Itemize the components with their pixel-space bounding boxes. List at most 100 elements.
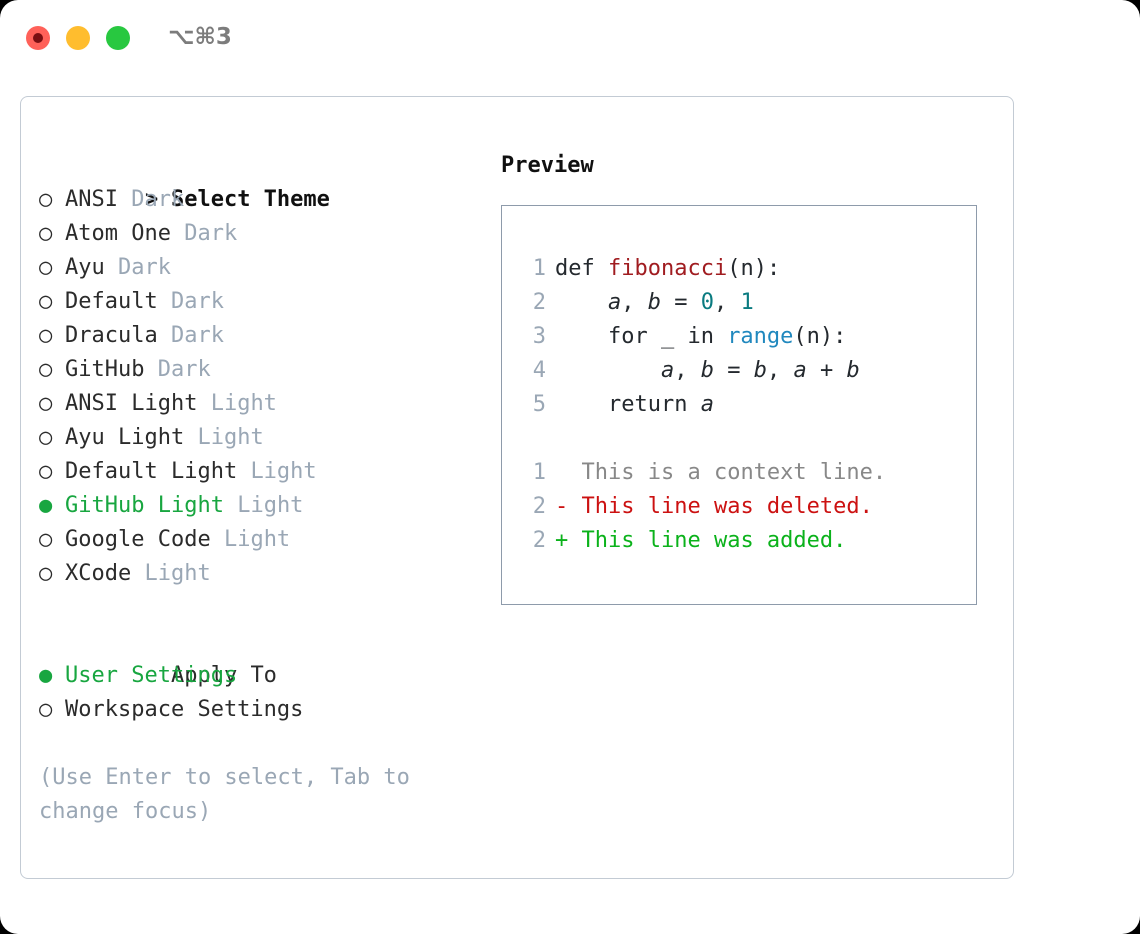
diff-line: 1 This is a context line. bbox=[520, 456, 970, 490]
select-theme-header-label: Select Theme bbox=[170, 187, 330, 212]
diff-text: This line was added. bbox=[581, 528, 847, 553]
code-token: (n): bbox=[793, 324, 847, 349]
close-dot[interactable] bbox=[26, 26, 50, 50]
code-token: b bbox=[753, 358, 767, 383]
theme-name-label: ANSI bbox=[65, 187, 118, 212]
code-line: 5 return a bbox=[520, 388, 970, 422]
preview-title: Preview bbox=[501, 153, 594, 178]
radio-unselected-icon: ○ bbox=[39, 187, 53, 212]
code-token: a bbox=[607, 290, 622, 315]
title-bar: ⌥⌘3 bbox=[0, 0, 1140, 78]
list-spacer bbox=[39, 591, 479, 625]
theme-list-item[interactable]: ○Google Code Light bbox=[39, 523, 479, 557]
code-token: a bbox=[793, 358, 807, 383]
theme-name-label: Google Code bbox=[65, 527, 211, 552]
main-panel: >Select Theme ○ANSI Dark○Atom One Dark○A… bbox=[20, 96, 1014, 879]
diff-spacer bbox=[568, 528, 581, 553]
radio-unselected-icon: ○ bbox=[39, 221, 53, 246]
zoom-dot[interactable] bbox=[106, 26, 130, 50]
diff-line: 2+ This line was added. bbox=[520, 524, 970, 558]
code-token: fibonacci bbox=[607, 256, 728, 281]
diff-text: This is a context line. bbox=[581, 460, 887, 485]
theme-name-label: ANSI Light bbox=[65, 391, 198, 416]
code-token: , bbox=[621, 290, 648, 315]
radio-unselected-icon: ○ bbox=[39, 425, 53, 450]
theme-name-label: Default bbox=[65, 289, 158, 314]
radio-unselected-icon: ○ bbox=[39, 255, 53, 280]
code-token: , bbox=[674, 358, 701, 383]
theme-name-label: XCode bbox=[65, 561, 132, 586]
radio-unselected-icon: ○ bbox=[39, 357, 53, 382]
theme-variant-tag: Light bbox=[237, 493, 304, 518]
theme-list-item[interactable]: ○Atom One Dark bbox=[39, 217, 479, 251]
code-token: a bbox=[700, 392, 714, 417]
apply-to-label: User Settings bbox=[65, 663, 238, 688]
line-number: 2 bbox=[532, 528, 546, 553]
line-number: 3 bbox=[532, 324, 546, 349]
radio-unselected-icon: ○ bbox=[39, 527, 53, 552]
theme-variant-tag: Dark bbox=[170, 323, 224, 348]
prompt-caret-icon: > bbox=[144, 187, 159, 212]
theme-list-item[interactable]: ○Ayu Light Light bbox=[39, 421, 479, 455]
code-line: 2 a, b = 0, 1 bbox=[520, 286, 970, 320]
theme-variant-tag: Light bbox=[250, 459, 317, 484]
theme-variant-tag: Dark bbox=[184, 221, 238, 246]
theme-list-item[interactable]: ○ANSI Light Light bbox=[39, 387, 479, 421]
keyboard-hint-text: (Use Enter to select, Tab to change focu… bbox=[39, 765, 410, 824]
apply-to-item[interactable]: ○ Workspace Settings bbox=[39, 693, 479, 727]
theme-list-item[interactable]: ○XCode Light bbox=[39, 557, 479, 591]
radio-unselected-icon: ○ bbox=[39, 289, 53, 314]
code-token: , bbox=[713, 290, 741, 315]
theme-name-label: GitHub Light bbox=[65, 493, 224, 518]
radio-unselected-icon: ○ bbox=[39, 459, 53, 484]
theme-list-item[interactable]: ○ ANSI Dark bbox=[39, 183, 479, 217]
code-token: = bbox=[660, 290, 701, 315]
theme-name-label: Ayu Light bbox=[65, 425, 185, 450]
code-token: a bbox=[660, 358, 675, 383]
theme-variant-tag: Dark bbox=[170, 289, 224, 314]
radio-selected-icon: ● bbox=[39, 493, 53, 518]
theme-list-item[interactable]: ○ Ayu Dark bbox=[39, 251, 479, 285]
theme-variant-tag: Dark bbox=[157, 357, 211, 382]
theme-list-item[interactable]: ○ Default Dark bbox=[39, 285, 479, 319]
code-token: b bbox=[700, 358, 714, 383]
code-token: b bbox=[647, 290, 661, 315]
theme-list-item[interactable]: ● GitHub Light Light bbox=[39, 489, 479, 523]
theme-list: ○ANSI Dark○Atom One Dark○Ayu Dark○Defaul… bbox=[39, 183, 479, 591]
theme-list-item[interactable]: ○Default Light Light bbox=[39, 455, 479, 489]
line-number: 4 bbox=[532, 358, 546, 383]
theme-list-item[interactable]: ○GitHub Dark bbox=[39, 353, 479, 387]
apply-to-header: Apply To bbox=[39, 625, 479, 688]
code-token: b bbox=[846, 358, 860, 383]
code-token: (n): bbox=[727, 256, 781, 281]
code-line: 4 a, b = b, a + b bbox=[520, 354, 970, 388]
theme-list-item[interactable]: ○Dracula Dark bbox=[39, 319, 479, 353]
diff-text: This line was deleted. bbox=[581, 494, 873, 519]
apply-to-label: Workspace Settings bbox=[65, 697, 304, 722]
select-theme-header: > Select Theme bbox=[39, 149, 479, 212]
diff-gap bbox=[520, 422, 970, 456]
radio-unselected-icon: ○ bbox=[39, 697, 53, 722]
diff-sign bbox=[555, 460, 568, 485]
theme-variant-tag: Dark bbox=[118, 255, 171, 280]
line-number: 1 bbox=[532, 460, 546, 485]
minimize-dot[interactable] bbox=[66, 26, 90, 50]
apply-to-item[interactable]: ●User Settings bbox=[39, 659, 479, 693]
theme-name-label: Dracula bbox=[65, 323, 158, 348]
code-token: for _ in bbox=[555, 324, 728, 349]
code-token: 0 bbox=[700, 290, 714, 315]
theme-variant-tag: Light bbox=[144, 561, 211, 586]
line-number: 1 bbox=[532, 256, 546, 281]
theme-variant-tag: Dark bbox=[131, 187, 185, 212]
code-token: , bbox=[766, 358, 794, 383]
theme-name-label: Ayu bbox=[65, 255, 105, 280]
code-line: 3 for _ in range(n): bbox=[520, 320, 970, 354]
diff-spacer bbox=[568, 460, 581, 485]
line-number: 2 bbox=[532, 290, 546, 315]
